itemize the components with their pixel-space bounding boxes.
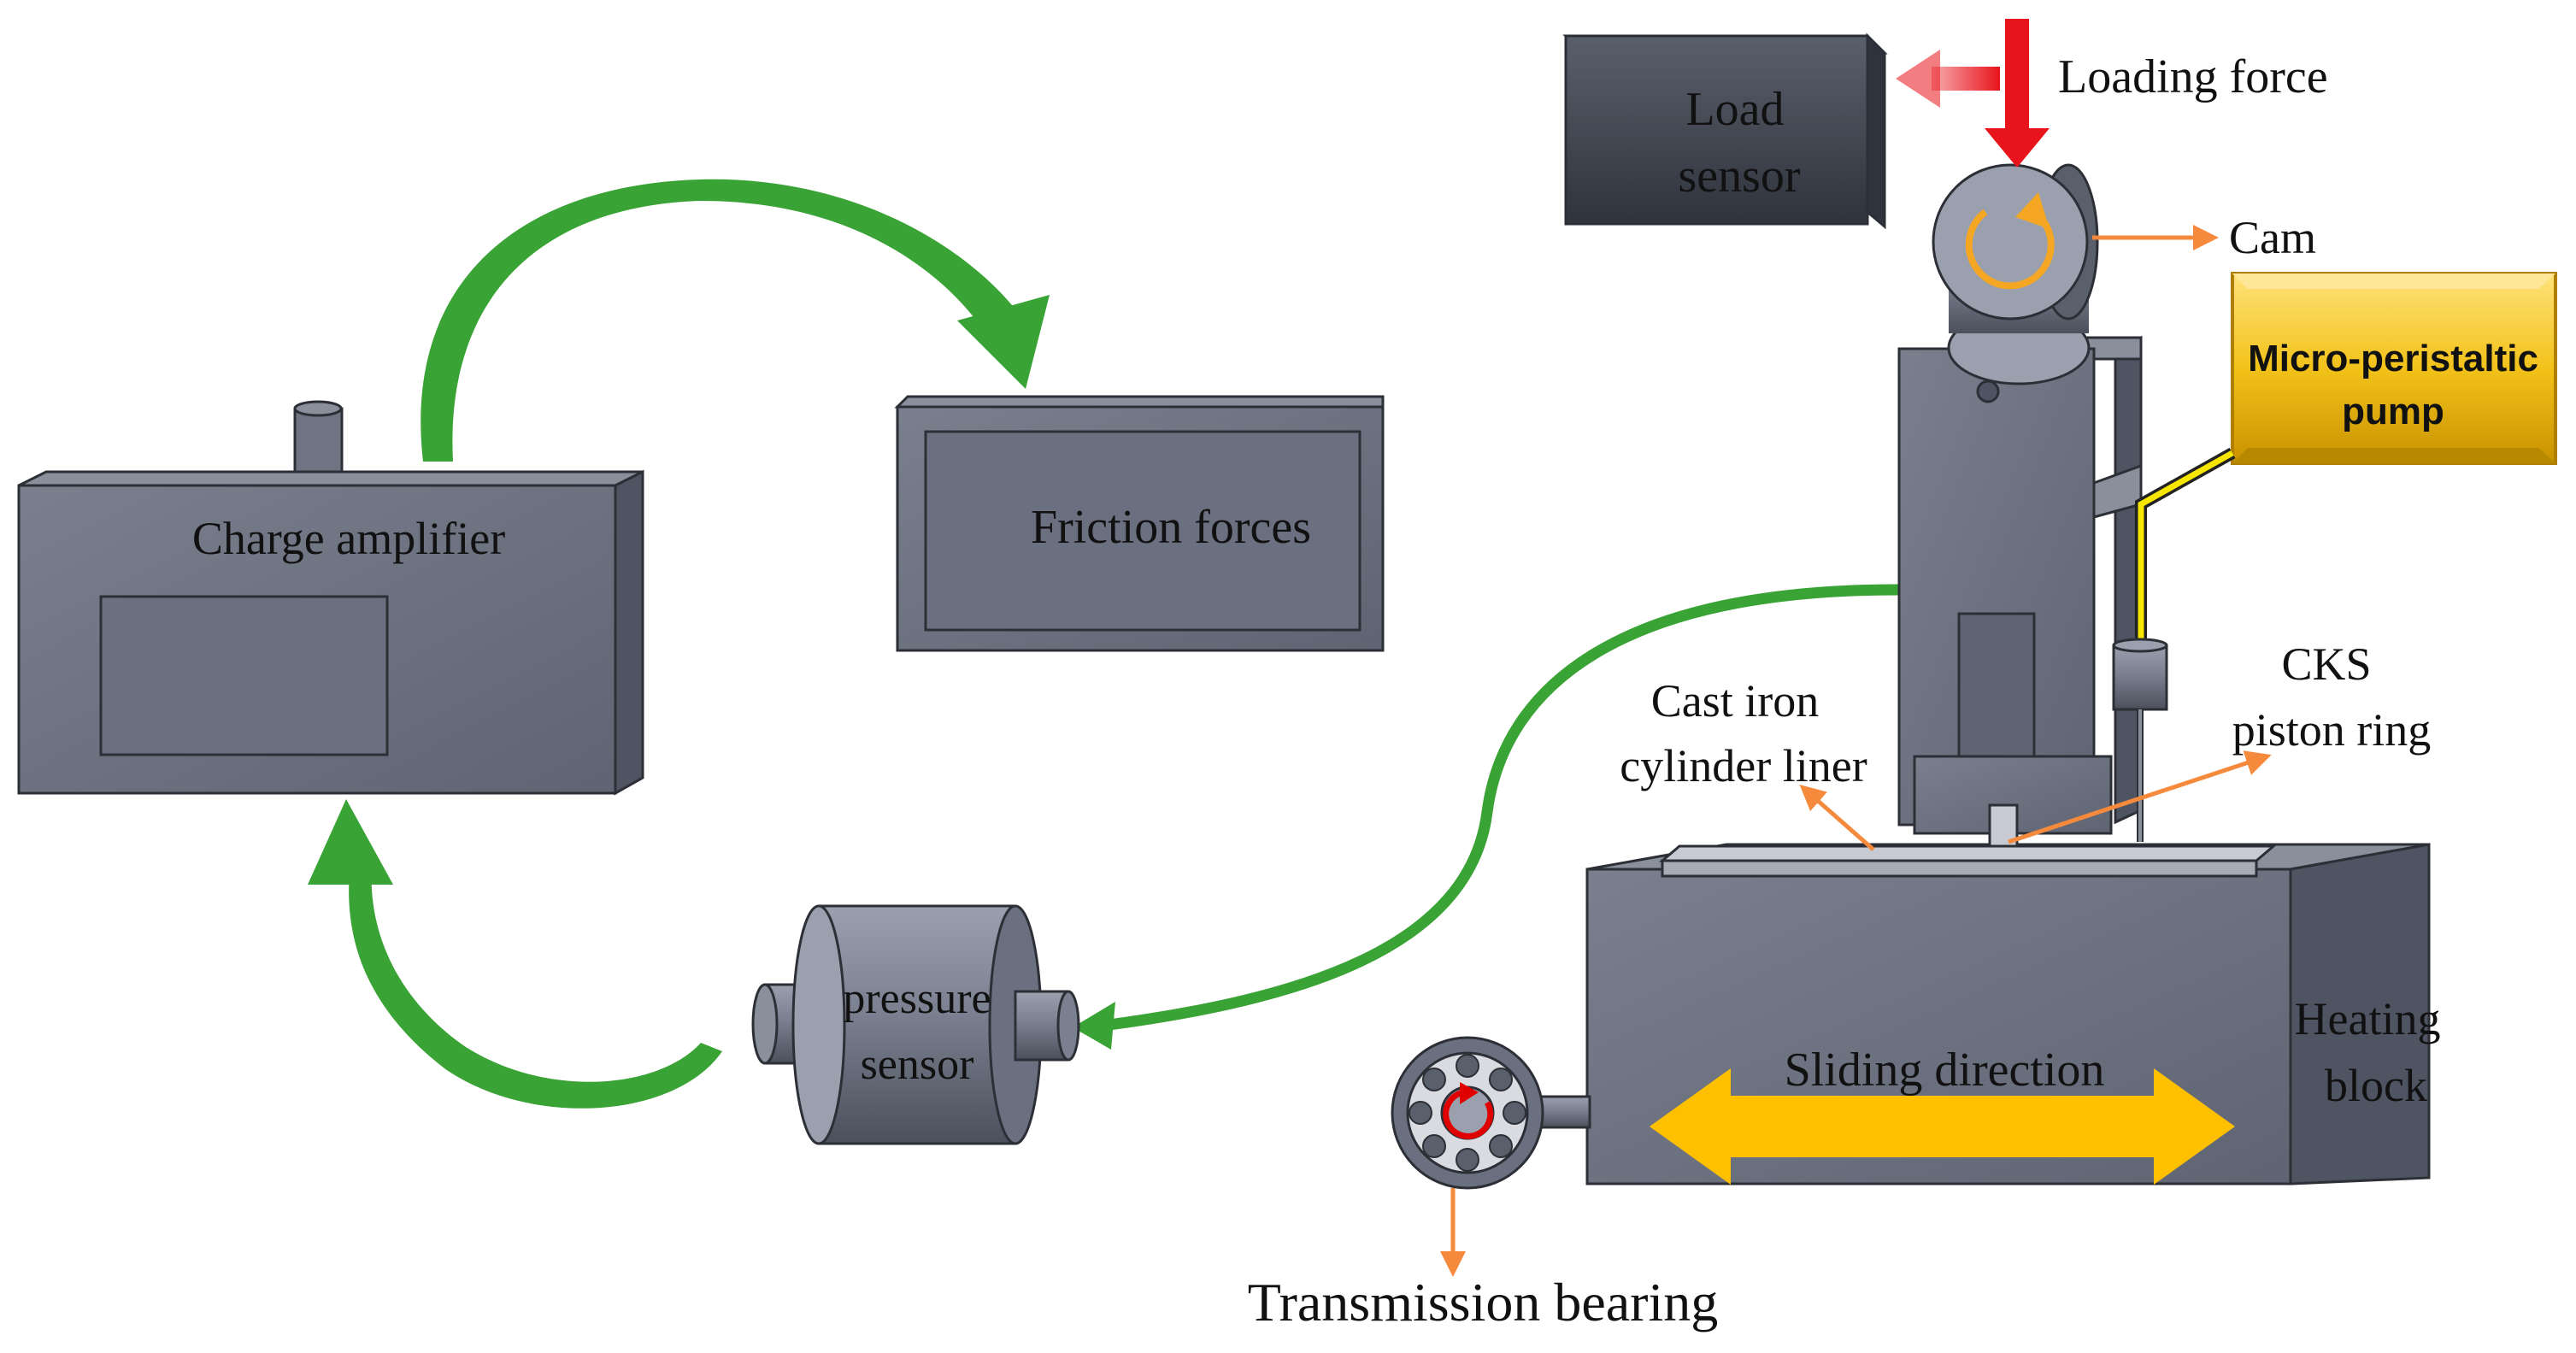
micro-pump-label-2: pump — [2342, 391, 2444, 432]
charge-amplifier: Charge amplifier — [17, 400, 644, 796]
cks-ring-label-1: CKS — [2281, 638, 2371, 690]
cks-ring-callout: CKS piston ring — [2008, 638, 2432, 844]
transmission-bearing: Transmission bearing — [1248, 1036, 1719, 1332]
loading-force-arrow: Loading force — [1985, 19, 2328, 168]
load-sensor-label-1: Load — [1685, 83, 1784, 136]
cast-iron-liner-label-1: Cast iron — [1651, 675, 1820, 727]
piston-holder — [1897, 335, 2143, 848]
arc-arrow-bottom — [349, 863, 722, 1109]
cam: Cam — [1932, 163, 2316, 385]
pressure-sensor-label-2: sensor — [861, 1040, 974, 1089]
pressure-sensor: pressure sensor — [751, 904, 1080, 1145]
cast-iron-liner-callout: Cast iron cylinder liner — [1620, 675, 1875, 851]
cks-ring-label-2: piston ring — [2232, 704, 2432, 756]
load-sensor-label-2: sensor — [1678, 150, 1800, 203]
charge-amplifier-display — [99, 595, 389, 756]
cam-label: Cam — [2229, 212, 2316, 263]
cks-ring-leader — [2008, 750, 2272, 844]
micro-peristaltic-pump: Micro-peristaltic pump — [2231, 272, 2557, 465]
cylinder-liner — [1658, 844, 2278, 878]
cam-rotation-icon — [1965, 192, 2055, 290]
signal-flow-arrows — [308, 179, 1903, 1109]
pressure-sensor-label-1: pressure — [843, 974, 991, 1023]
load-sensor: Load sensor — [1562, 32, 1888, 230]
loading-force-label: Loading force — [2058, 50, 2328, 103]
friction-forces-display: Friction forces — [894, 395, 1385, 652]
charge-amplifier-label: Charge amplifier — [192, 513, 505, 564]
cast-iron-liner-label-2: cylinder liner — [1620, 740, 1867, 791]
cast-iron-liner-leader — [1799, 785, 1875, 851]
oil-supply-tube — [2112, 447, 2236, 842]
heating-block-label-1: Heating — [2295, 993, 2441, 1044]
transmission-bearing-label: Transmission bearing — [1248, 1272, 1719, 1332]
arc-arrow-top-head — [957, 295, 1050, 389]
micro-pump-label-1: Micro-peristaltic — [2248, 338, 2538, 379]
arc-arrow-bottom-head — [308, 799, 393, 885]
sliding-direction-label: Sliding direction — [1785, 1044, 2105, 1097]
sliding-direction-arrow: Sliding direction — [1650, 1044, 2235, 1185]
bearing-rotation-icon — [1443, 1082, 1494, 1139]
load-feedback-arrow — [1896, 50, 2000, 108]
signal-cable — [1097, 584, 1903, 1032]
friction-forces-label: Friction forces — [1031, 501, 1311, 554]
signal-cable-head — [1073, 1002, 1115, 1050]
heating-block-label-2: block — [2325, 1060, 2427, 1111]
